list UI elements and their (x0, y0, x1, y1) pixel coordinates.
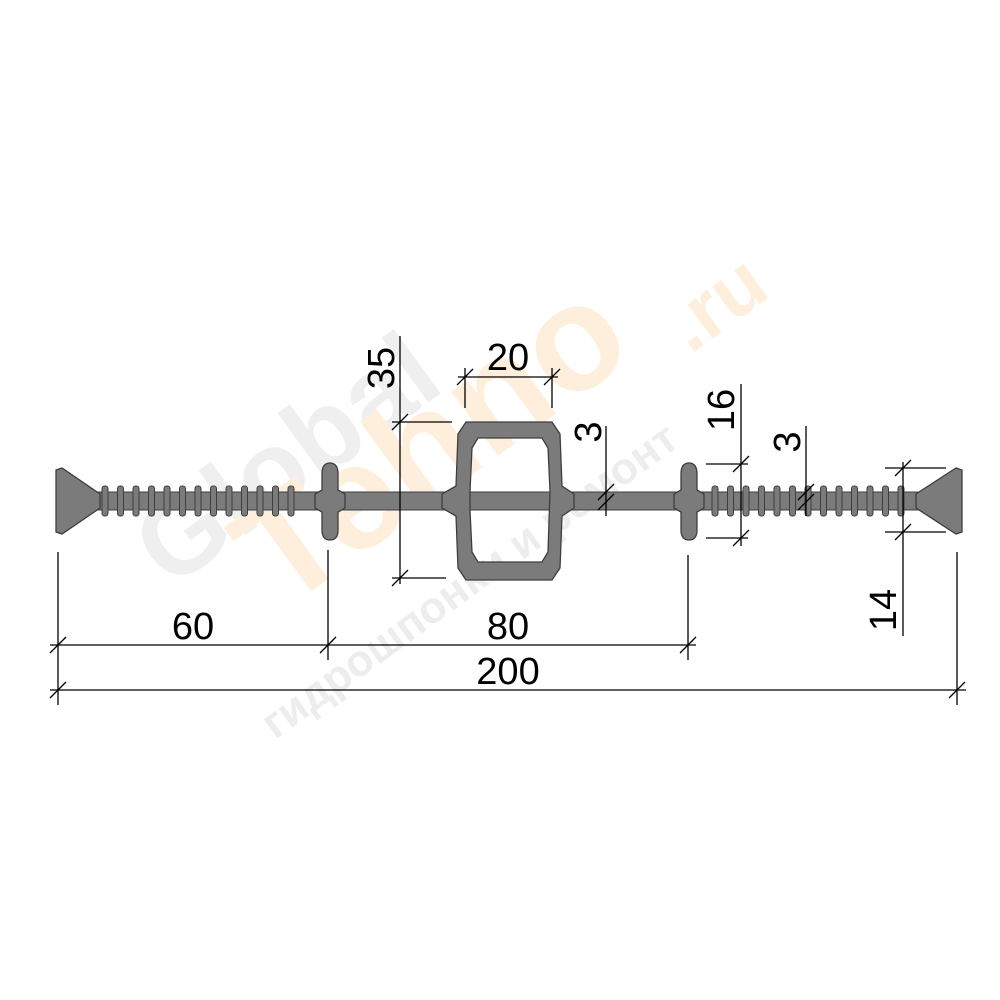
waterstop-profile (55, 421, 963, 581)
dim-label-bulb-height: 35 (361, 347, 403, 389)
dim-label-left-section: 60 (172, 606, 214, 648)
left-rib-bump (256, 485, 264, 517)
web-strip (59, 491, 955, 511)
dim-label-rib-height: 16 (701, 389, 743, 431)
left-vertical-rib (314, 462, 346, 541)
left-rib-bump (163, 485, 171, 517)
dim-label-web-thickness: 3 (568, 421, 610, 442)
dimension-labels: 200 60 80 20 35 3 16 3 14 (172, 337, 905, 693)
left-end-anchor (55, 467, 101, 535)
right-vertical-rib (673, 462, 705, 541)
right-rib-bump (820, 485, 827, 517)
left-rib-bump (272, 485, 279, 517)
right-rib-bump (882, 485, 889, 517)
right-rib-bump (789, 485, 796, 517)
right-rib-bump (835, 485, 843, 517)
right-rib-bump (866, 485, 874, 517)
left-rib-bump (179, 485, 186, 517)
left-rib-bump (132, 485, 140, 517)
dim-label-end-thickness: 3 (767, 431, 809, 452)
left-rib-bump (117, 485, 124, 517)
watermark-site: .ru (648, 237, 783, 369)
dim-label-end-height: 14 (863, 589, 905, 631)
left-corrugation (101, 485, 295, 517)
left-rib-bump (225, 485, 233, 517)
dimension-lines (49, 336, 966, 705)
left-rib-bump (241, 485, 248, 517)
dim-label-middle-section: 80 (487, 606, 529, 648)
right-rib-bump (758, 485, 765, 517)
right-rib-bump (851, 485, 858, 517)
right-rib-bump (773, 485, 781, 517)
right-rib-bump (711, 485, 719, 517)
central-hollow-bulb (441, 421, 575, 581)
left-rib-bump (148, 485, 155, 517)
left-rib-bump (101, 485, 109, 517)
right-end-anchor (915, 467, 963, 535)
right-rib-bump (742, 485, 750, 517)
right-rib-bump (727, 485, 734, 517)
dim-label-total-width: 200 (476, 651, 539, 693)
left-rib-bump (210, 485, 217, 517)
left-rib-bump (287, 485, 295, 517)
left-rib-bump (194, 485, 202, 517)
dim-label-bulb-width: 20 (487, 337, 529, 379)
